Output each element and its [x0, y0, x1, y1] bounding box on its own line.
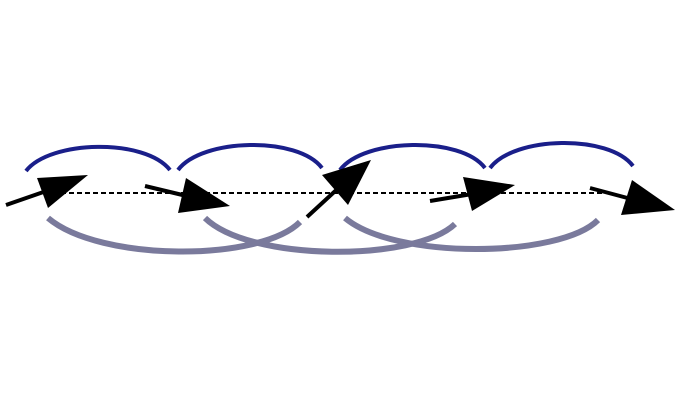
upper-arc-4 [488, 141, 635, 170]
upper-arc-2 [176, 143, 324, 172]
lower-arc-2 [202, 215, 458, 255]
upper-arc-1 [24, 144, 172, 173]
lower-arc-3 [343, 215, 601, 252]
arrow-2 [144, 178, 230, 213]
arrow-1 [5, 175, 88, 208]
upper-arc-3 [338, 143, 487, 172]
arrow-4 [429, 177, 515, 211]
lower-arc-1 [46, 215, 303, 255]
arrow-3 [305, 160, 371, 219]
arrow-5 [589, 180, 675, 215]
